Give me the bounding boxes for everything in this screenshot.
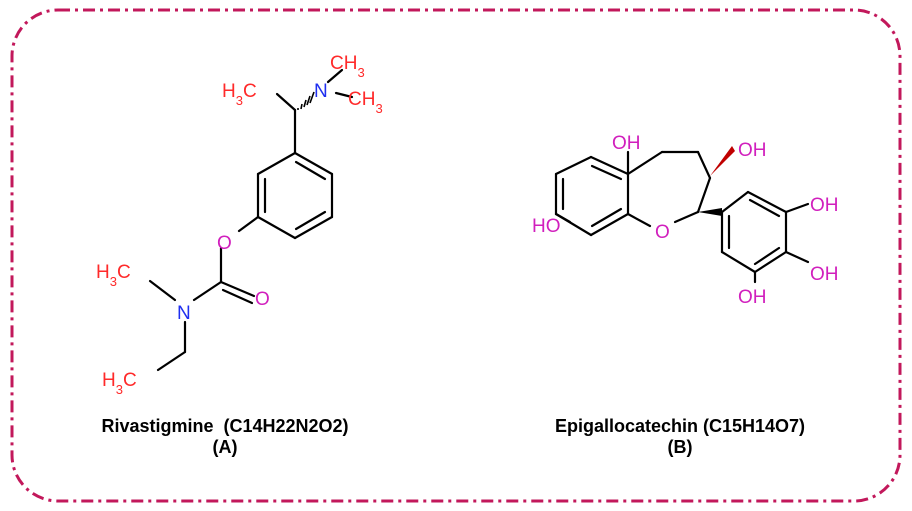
atom-label-n: N (177, 303, 191, 324)
caption-b-name: Epigallocatechin (C15H14O7) (554, 416, 806, 436)
solid-wedge-bond (710, 146, 735, 176)
caption-a-name: Rivastigmine (C14H22N2O2) (101, 416, 349, 436)
atom-label-oh: OH (810, 264, 839, 285)
atom-label-ho: HO (532, 216, 561, 237)
atom-label-h3c: H3C (96, 262, 131, 289)
atom-label-ch3: CH3 (348, 89, 383, 116)
atom-label-oh: OH (810, 195, 839, 216)
caption-a: Rivastigmine (C14H22N2O2) (A) (60, 416, 390, 458)
hashed-wedge-bond (297, 91, 315, 110)
atom-label-o: O (217, 233, 232, 254)
atom-label-oh: OH (738, 140, 767, 161)
atom-label-o: O (255, 289, 270, 310)
epigallocatechin-structure (554, 150, 810, 284)
atom-label-ch3: CH3 (330, 53, 365, 80)
atom-label-h3c: H3C (102, 370, 137, 397)
atom-label-oh: OH (738, 287, 767, 308)
caption-a-letter: (A) (212, 437, 238, 457)
atom-label-h3c: H3C (222, 81, 257, 108)
solid-wedge-bond (698, 208, 722, 216)
caption-b-letter: (B) (667, 437, 693, 457)
rivastigmine-structure (148, 68, 354, 372)
figure-border (10, 8, 902, 503)
caption-b: Epigallocatechin (C15H14O7) (B) (520, 416, 840, 458)
atom-label-oh: OH (612, 133, 641, 154)
atom-label-o: O (655, 222, 670, 243)
atom-label-n: N (314, 81, 328, 102)
